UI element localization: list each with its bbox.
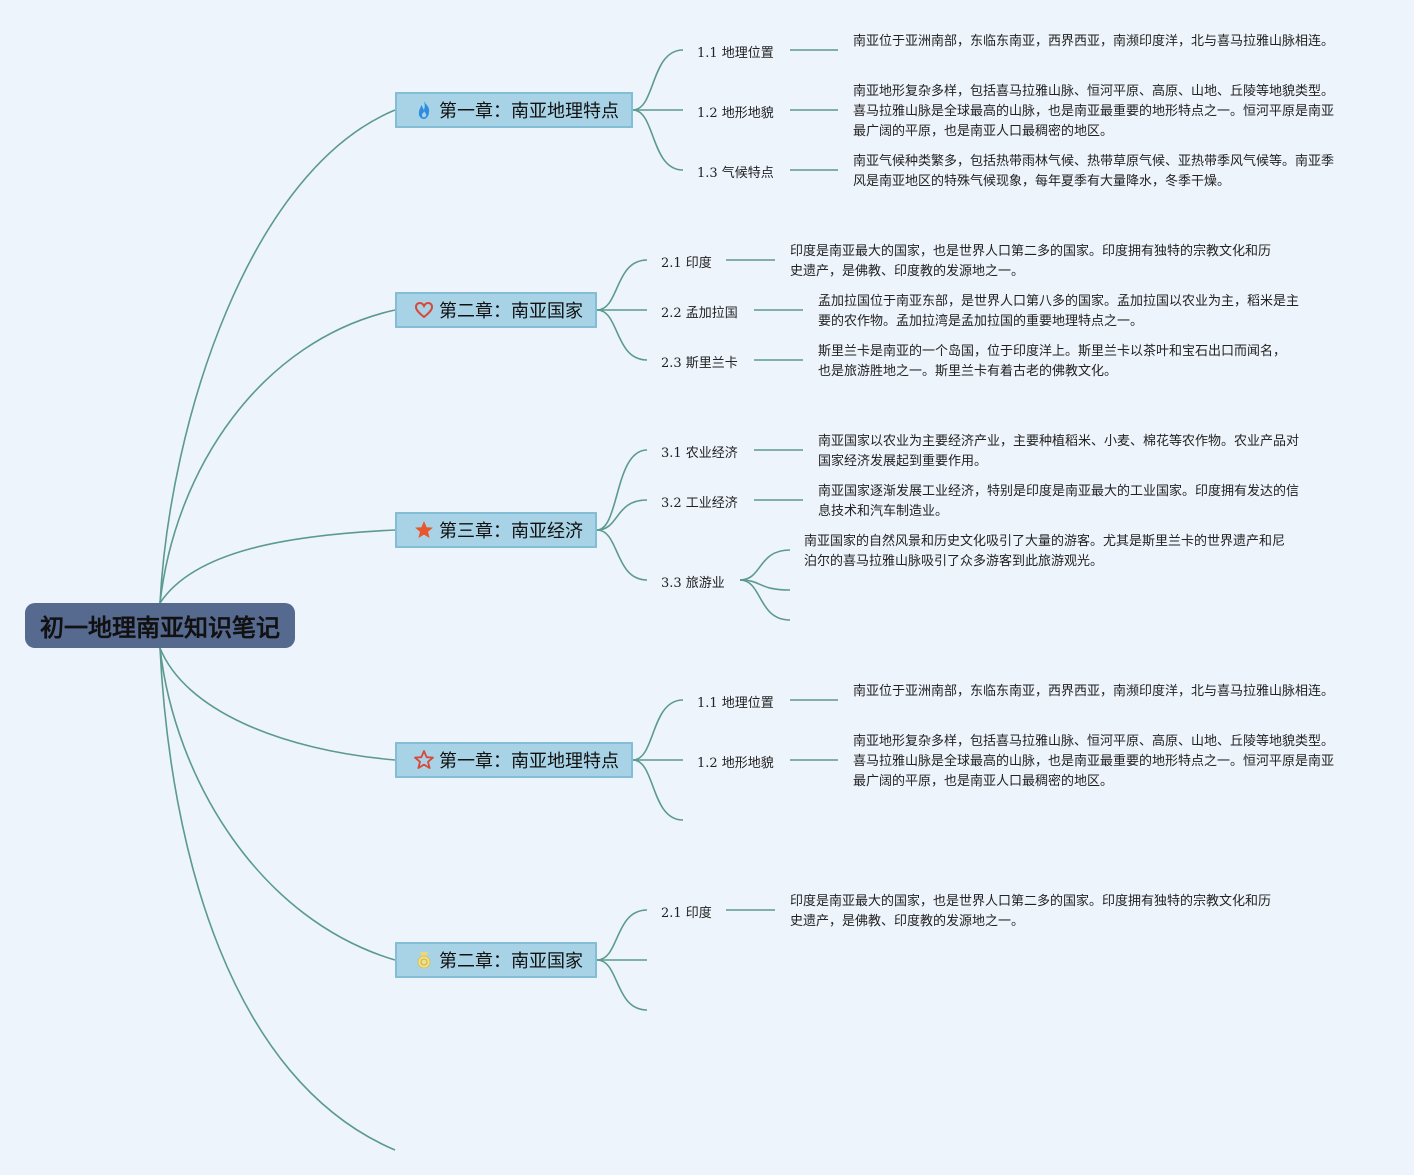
chapter-2-node[interactable]: 第二章：南亚国家	[395, 292, 597, 328]
edge-c1-1	[632, 49, 684, 111]
edge-c4-3	[632, 759, 684, 821]
edge-c2-1	[596, 259, 648, 311]
edge-root-chapter-4	[159, 647, 396, 761]
edge-c3-3	[596, 529, 648, 581]
medal-icon	[413, 949, 435, 971]
edge-root-chapter-2	[159, 309, 396, 604]
edge-root-chapter-3	[159, 529, 396, 604]
topic-4-1-note: 南亚位于亚洲南部，东临东南亚，西界西亚，南濒印度洋，北与喜马拉雅山脉相连。	[853, 684, 1335, 699]
edge-root-chapter-5	[159, 647, 396, 961]
star-outline-icon	[413, 749, 435, 771]
edge-root-chapter-1	[159, 109, 396, 604]
topic-1-2-label[interactable]: 1.2 地形地貌	[697, 106, 774, 121]
edge-root-extra	[159, 647, 396, 1151]
topic-3-2-label[interactable]: 3.2 工业经济	[661, 496, 738, 511]
chapter-1-node[interactable]: 第一章：南亚地理特点	[395, 92, 633, 128]
topic-2-3-note: 斯里兰卡是南亚的一个岛国，位于印度洋上。斯里兰卡以茶叶和宝石出口而闻名，也是旅游…	[818, 344, 1287, 379]
topic-2-1-note: 印度是南亚最大的国家，也是世界人口第二多的国家。印度拥有独特的宗教文化和历史遗产…	[790, 244, 1272, 279]
topic-3-3-note: 南亚国家的自然风景和历史文化吸引了大量的游客。尤其是斯里兰卡的世界遗产和尼泊尔的…	[804, 534, 1286, 569]
topic-1-1-note: 南亚位于亚洲南部，东临东南亚，西界西亚，南濒印度洋，北与喜马拉雅山脉相连。	[853, 34, 1335, 49]
topic-2-1-label[interactable]: 2.1 印度	[661, 256, 712, 271]
topic-4-2-note: 南亚地形复杂多样，包括喜马拉雅山脉、恒河平原、高原、山地、丘陵等地貌类型。喜马拉…	[853, 734, 1335, 789]
topic-1-3-note: 南亚气候种类繁多，包括热带雨林气候、热带草原气候、亚热带季风气候等。南亚季风是南…	[853, 154, 1335, 189]
topic-3-1-label[interactable]: 3.1 农业经济	[661, 446, 738, 461]
topic-3-3-label[interactable]: 3.3 旅游业	[661, 576, 725, 591]
topic-1-1-label[interactable]: 1.1 地理位置	[697, 46, 774, 61]
edge-c3-1	[596, 449, 648, 531]
topic-4-2-label[interactable]: 1.2 地形地貌	[697, 756, 774, 771]
edge-c3-3-c	[739, 579, 791, 621]
topic-3-1-note: 南亚国家以农业为主要经济产业，主要种植稻米、小麦、棉花等农作物。农业产品对国家经…	[818, 434, 1300, 469]
heart-icon	[413, 299, 435, 321]
chapter-title: 第二章：南亚国家	[439, 951, 583, 972]
edge-c5-3	[596, 959, 648, 1011]
topic-5-1-label[interactable]: 2.1 印度	[661, 906, 712, 921]
root-topic[interactable]: 初一地理南亚知识笔记	[25, 603, 295, 648]
edge-c1-3	[632, 109, 684, 171]
fire-icon	[413, 99, 435, 121]
chapter-title: 第三章：南亚经济	[439, 521, 583, 542]
chapter-4-node[interactable]: 第一章：南亚地理特点	[395, 742, 633, 778]
edge-c5-1	[596, 909, 648, 961]
topic-5-1-note: 印度是南亚最大的国家，也是世界人口第二多的国家。印度拥有独特的宗教文化和历史遗产…	[790, 894, 1272, 929]
chapter-5-node[interactable]: 第二章：南亚国家	[395, 942, 597, 978]
topic-3-2-note: 南亚国家逐渐发展工业经济，特别是印度是南亚最大的工业国家。印度拥有发达的信息技术…	[818, 484, 1300, 519]
chapter-title: 第一章：南亚地理特点	[439, 101, 619, 122]
star-icon	[413, 519, 435, 541]
topic-2-3-label[interactable]: 2.3 斯里兰卡	[661, 356, 738, 371]
edge-c2-3	[596, 309, 648, 361]
topic-2-2-label[interactable]: 2.2 孟加拉国	[661, 306, 738, 321]
topic-4-1-label[interactable]: 1.1 地理位置	[697, 696, 774, 711]
chapter-title: 第二章：南亚国家	[439, 301, 583, 322]
topic-2-2-note: 孟加拉国位于南亚东部，是世界人口第八多的国家。孟加拉国以农业为主，稻米是主要的农…	[818, 294, 1300, 329]
chapter-3-node[interactable]: 第三章：南亚经济	[395, 512, 597, 548]
edge-c3-3-a	[739, 549, 791, 581]
edge-c4-1	[632, 699, 684, 761]
topic-1-2-note: 南亚地形复杂多样，包括喜马拉雅山脉、恒河平原、高原、山地、丘陵等地貌类型。喜马拉…	[853, 84, 1335, 139]
chapter-title: 第一章：南亚地理特点	[439, 751, 619, 772]
root-title: 初一地理南亚知识笔记	[40, 614, 280, 642]
edge-c3-2	[596, 499, 648, 531]
topic-1-3-label[interactable]: 1.3 气候特点	[697, 166, 774, 181]
